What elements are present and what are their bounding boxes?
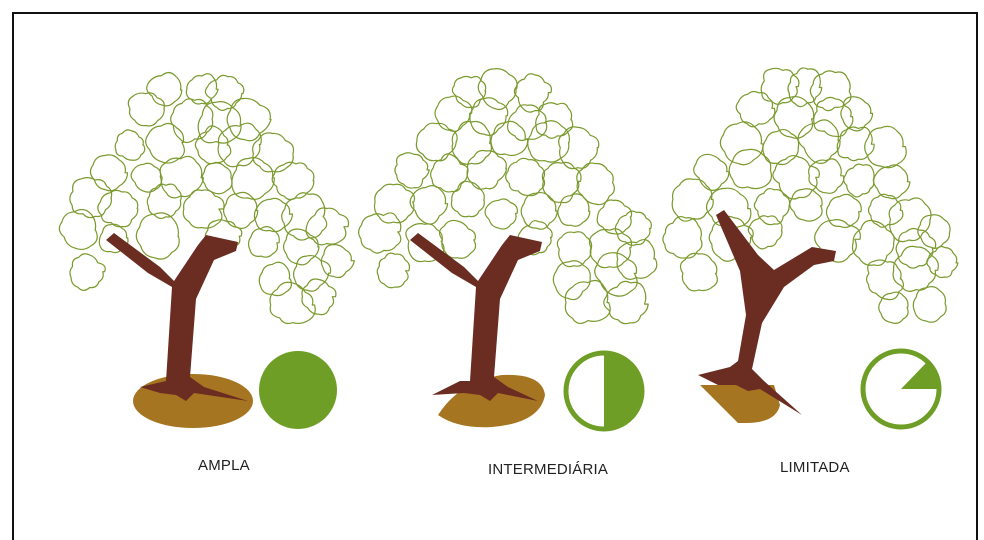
canopy-leaf-cluster xyxy=(98,190,138,226)
canopy-leaf-cluster xyxy=(720,122,763,165)
canopy-leaf-cluster xyxy=(879,292,908,323)
canopy-leaf-cluster xyxy=(195,126,230,164)
canopy-leaf-cluster xyxy=(131,163,161,192)
canopy-leaf-cluster xyxy=(521,193,557,230)
canopy-leaf-cluster xyxy=(136,213,179,259)
tree-label: AMPLA xyxy=(198,457,250,474)
tree-panel-intermediaria: INTERMEDIÁRIA xyxy=(352,55,652,435)
tree-label: LIMITADA xyxy=(780,459,850,476)
canopy-leaf-cluster xyxy=(604,281,648,323)
canopy-leaf-cluster xyxy=(115,130,145,160)
canopy-leaf-cluster xyxy=(478,69,517,110)
canopy-leaf-cluster xyxy=(896,229,936,269)
canopy-leaf-cluster xyxy=(798,120,840,164)
canopy-leaf-cluster xyxy=(128,93,164,126)
canopy-leaf-cluster xyxy=(485,199,517,229)
canopy-leaf-cluster xyxy=(663,217,702,259)
canopy-leaf-cluster xyxy=(359,213,401,253)
canopy-leaf-cluster xyxy=(577,163,615,205)
canopy-leaf-cluster xyxy=(694,154,729,190)
tree-illustration-intermediaria xyxy=(352,55,652,435)
canopy-leaf-cluster xyxy=(889,198,931,242)
canopy-leaf-cluster xyxy=(874,165,910,199)
tree-label: INTERMEDIÁRIA xyxy=(488,461,608,478)
canopy-leaf-cluster xyxy=(70,254,105,291)
canopy-leaf-cluster xyxy=(491,121,528,155)
canopy-leaf-cluster xyxy=(270,282,315,323)
canopy-leaf-cluster xyxy=(395,153,429,188)
canopy-leaf-cluster xyxy=(729,149,771,188)
canopy-leaf-cluster xyxy=(913,287,946,323)
tree-canopy xyxy=(663,68,958,323)
tree-panel-limitada: LIMITADA xyxy=(656,55,956,435)
canopy-leaf-cluster xyxy=(617,240,657,280)
canopy-leaf-cluster xyxy=(841,97,873,131)
canopy-leaf-cluster xyxy=(440,220,476,258)
canopy-leaf-cluster xyxy=(506,158,545,195)
canopy-leaf-cluster xyxy=(589,229,631,268)
canopy-leaf-cluster xyxy=(837,127,874,161)
canopy-leaf-cluster xyxy=(927,246,958,277)
canopy-leaf-cluster xyxy=(826,194,861,227)
canopy-leaf-cluster xyxy=(844,164,874,197)
tree-panel-ampla: AMPLA xyxy=(48,55,348,435)
canopy-leaf-cluster xyxy=(852,221,894,266)
canopy-leaf-cluster xyxy=(451,181,484,216)
canopy-leaf-cluster xyxy=(374,184,414,223)
canopy-leaf-cluster xyxy=(249,227,280,258)
canopy-leaf-cluster xyxy=(146,123,185,163)
canopy-leaf-cluster xyxy=(470,98,508,136)
tree-trunk xyxy=(410,233,542,401)
canopy-leaf-cluster xyxy=(865,126,907,167)
canopy-leaf-cluster xyxy=(410,186,447,224)
canopy-leaf-cluster xyxy=(306,208,348,245)
canopy-leaf-cluster xyxy=(595,253,637,296)
canopy-leaf-cluster xyxy=(227,98,271,140)
tree-canopy xyxy=(359,69,657,324)
canopy-leaf-cluster xyxy=(205,75,243,110)
tree-trunk xyxy=(106,233,248,401)
availability-indicator xyxy=(259,351,337,429)
canopy-leaf-cluster xyxy=(542,162,581,202)
canopy-leaf-cluster xyxy=(680,253,717,291)
availability-indicator-fill xyxy=(604,353,642,429)
canopy-leaf-cluster xyxy=(918,215,950,248)
canopy-leaf-cluster xyxy=(70,178,112,218)
canopy-leaf-cluster xyxy=(377,253,409,288)
canopy-leaf-cluster xyxy=(736,92,775,127)
canopy-leaf-cluster xyxy=(869,194,903,227)
canopy-leaf-cluster xyxy=(809,159,844,193)
canopy-leaf-cluster xyxy=(435,96,472,131)
canopy-leaf-cluster xyxy=(773,156,820,199)
canopy-leaf-cluster xyxy=(761,68,799,104)
canopy-leaf-cluster xyxy=(528,121,570,162)
canopy-leaf-cluster xyxy=(202,163,232,194)
canopy-leaf-cluster xyxy=(302,279,336,315)
canopy-leaf-cluster xyxy=(147,73,182,106)
tree-illustration-ampla xyxy=(48,55,348,435)
tree-canopy xyxy=(59,73,354,324)
canopy-leaf-cluster xyxy=(558,194,590,226)
canopy-leaf-cluster xyxy=(790,189,822,221)
canopy-leaf-cluster xyxy=(867,260,904,300)
tree-illustration-limitada xyxy=(656,55,956,435)
canopy-leaf-cluster xyxy=(90,155,127,191)
canopy-leaf-cluster xyxy=(59,209,97,249)
canopy-leaf-cluster xyxy=(672,179,713,221)
